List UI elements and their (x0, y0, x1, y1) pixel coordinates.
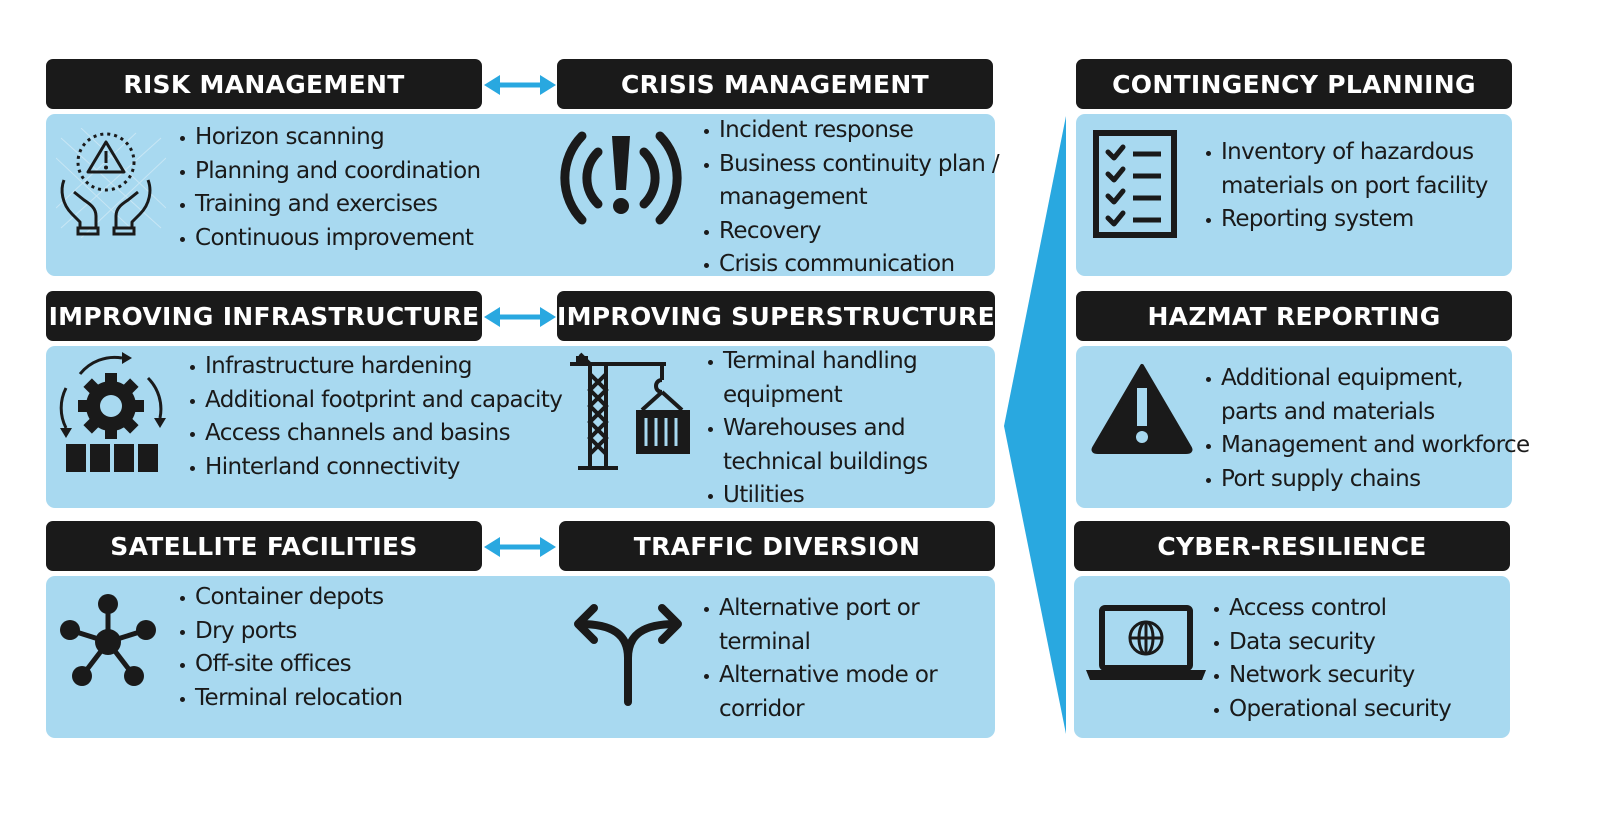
list-item: Access control (1214, 592, 1451, 626)
list-item: Reporting system (1206, 203, 1488, 237)
risk-crisis-panel (46, 114, 995, 276)
cyber-resilience-panel (1074, 576, 1510, 738)
double-arrow-row2-icon (484, 307, 556, 327)
hazmat-reporting-header: HAZMAT REPORTING (1076, 291, 1512, 341)
list-item: terminal (719, 628, 811, 655)
list-item: Horizon scanning (180, 121, 481, 155)
satellite-facilities-title: SATELLITE FACILITIES (110, 531, 418, 561)
improving-infrastructure-header: IMPROVING INFRASTRUCTURE (46, 291, 482, 341)
list-item: Alternative mode or (704, 659, 938, 693)
double-arrow-row1-icon (484, 75, 556, 95)
list-item: Planning and coordination (180, 155, 481, 189)
hazmat-reporting-list: Additional equipment, parts and material… (1206, 362, 1530, 496)
list-item: Additional footprint and capacity (190, 384, 563, 418)
contingency-planning-panel (1076, 114, 1512, 276)
list-item: Port supply chains (1206, 463, 1530, 497)
list-item: corridor (719, 695, 805, 722)
hazmat-reporting-title: HAZMAT REPORTING (1147, 301, 1441, 331)
risk-management-list: Horizon scanning Planning and coordinati… (180, 121, 481, 255)
list-item: Incident response (704, 114, 999, 148)
list-item: Continuous improvement (180, 222, 481, 256)
list-item: Network security (1214, 659, 1451, 693)
risk-management-title: RISK MANAGEMENT (123, 69, 405, 99)
gear-cycle-icon (59, 352, 166, 472)
list-item: Infrastructure hardening (190, 350, 562, 384)
contingency-planning-header: CONTINGENCY PLANNING (1076, 59, 1512, 109)
cyber-resilience-header: CYBER-RESILIENCE (1074, 521, 1510, 571)
list-item: materials on port facility (1221, 172, 1488, 199)
list-item: management (719, 184, 868, 210)
network-hub-icon (60, 594, 156, 686)
alert-broadcast-icon (560, 131, 682, 225)
crisis-management-header: CRISIS MANAGEMENT (557, 59, 993, 109)
laptop-globe-icon (1086, 605, 1206, 680)
list-item: Alternative port or (704, 592, 937, 626)
improving-infrastructure-title: IMPROVING INFRASTRUCTURE (48, 301, 480, 331)
list-item: technical buildings (723, 448, 928, 475)
list-item: Crisis communication (704, 248, 999, 282)
list-item: parts and materials (1221, 398, 1435, 425)
cyber-resilience-title: CYBER-RESILIENCE (1157, 531, 1427, 561)
blue-wedge-connector (1004, 116, 1066, 734)
split-arrow-icon (574, 604, 682, 706)
improving-superstructure-header: IMPROVING SUPERSTRUCTURE (557, 291, 995, 341)
improving-infrastructure-list: Infrastructure hardening Additional foot… (190, 350, 563, 485)
contingency-planning-title: CONTINGENCY PLANNING (1112, 69, 1476, 99)
traffic-diversion-title: TRAFFIC DIVERSION (633, 531, 921, 561)
list-item: Warehouses and (708, 412, 928, 446)
hands-warning-icon (56, 128, 166, 238)
traffic-diversion-list: Alternative port or terminal Alternative… (704, 592, 938, 726)
checklist-icon (1093, 130, 1177, 238)
contingency-planning-list: Inventory of hazardous materials on port… (1206, 136, 1488, 237)
list-item: Training and exercises (180, 188, 481, 222)
traffic-diversion-header: TRAFFIC DIVERSION (559, 521, 995, 571)
list-item: Management and workforce (1206, 429, 1530, 463)
list-item: Utilities (708, 479, 928, 513)
list-item: Terminal handling (708, 345, 928, 379)
list-item: equipment (723, 381, 843, 408)
improving-superstructure-list: Terminal handling equipment Warehouses a… (708, 345, 928, 513)
crisis-management-title: CRISIS MANAGEMENT (620, 69, 930, 99)
list-item: Terminal relocation (180, 682, 403, 716)
satellite-traffic-panel (46, 576, 995, 738)
crisis-management-list: Incident response Business continuity pl… (704, 114, 1000, 282)
list-item: Business continuity plan / (704, 148, 1000, 182)
list-item: Container depots (180, 581, 402, 615)
cyber-resilience-list: Access control Data security Network sec… (1214, 592, 1452, 727)
list-item: Inventory of hazardous (1206, 136, 1488, 170)
list-item: Additional equipment, (1206, 362, 1530, 396)
crane-container-icon (570, 352, 690, 470)
risk-management-header: RISK MANAGEMENT (46, 59, 482, 109)
list-item: Data security (1214, 626, 1451, 660)
list-item: Recovery (704, 215, 999, 249)
list-item: Operational security (1214, 693, 1452, 727)
satellite-facilities-header: SATELLITE FACILITIES (46, 521, 482, 571)
list-item: Hinterland connectivity (190, 451, 562, 485)
double-arrow-row3-icon (484, 537, 556, 557)
improving-superstructure-title: IMPROVING SUPERSTRUCTURE (557, 301, 995, 331)
satellite-facilities-list: Container depots Dry ports Off-site offi… (180, 581, 403, 716)
list-item: Access channels and basins (190, 417, 562, 451)
infra-super-panel (46, 346, 995, 508)
list-item: Off-site offices (180, 648, 402, 682)
list-item: Dry ports (180, 615, 402, 649)
warning-triangle-icon (1091, 364, 1193, 454)
